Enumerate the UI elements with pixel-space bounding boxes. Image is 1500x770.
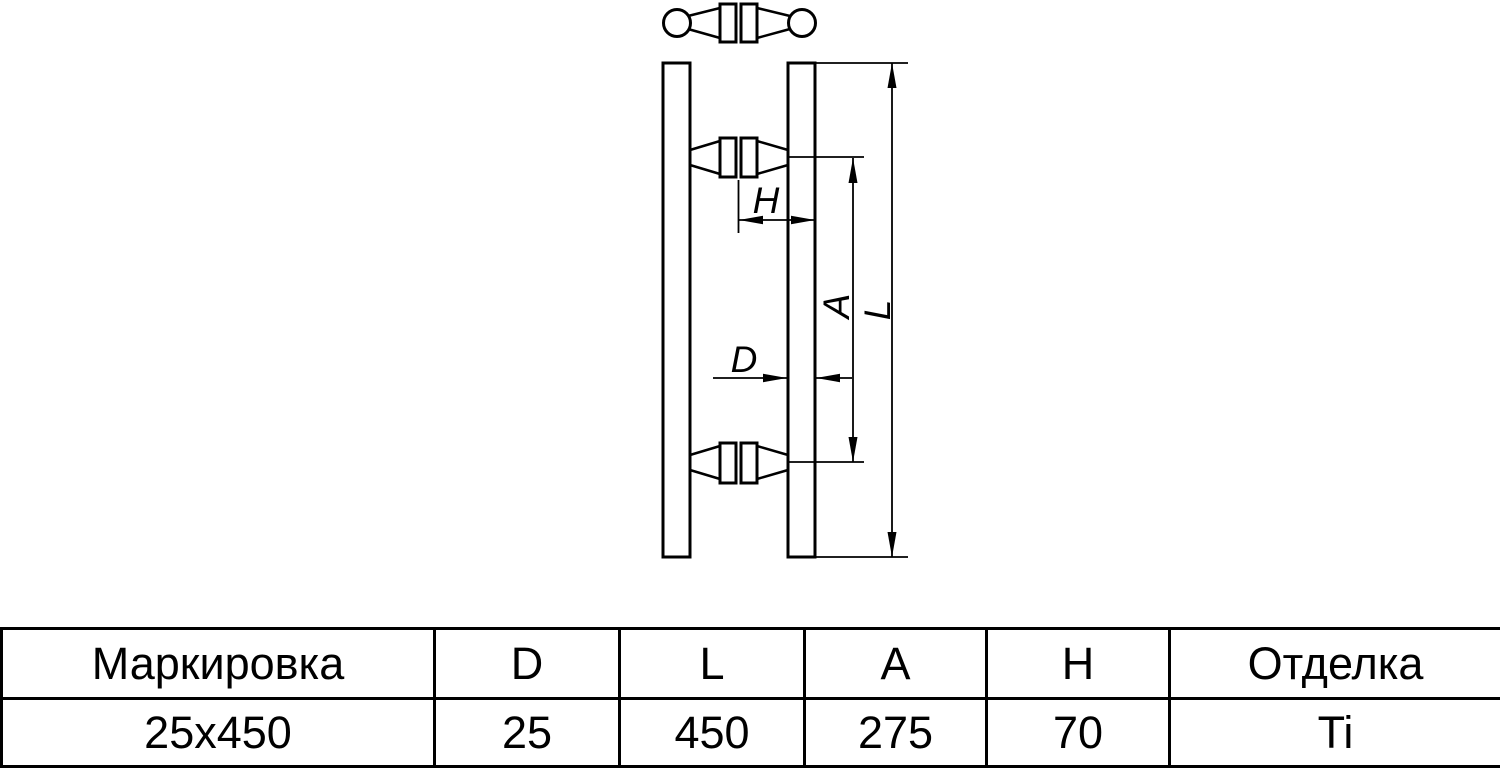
dimension-label-group: H D A L xyxy=(731,180,898,380)
top-view-taper-line xyxy=(756,6,791,18)
top-view-ball-left xyxy=(662,8,692,38)
connector-spacer xyxy=(718,136,738,179)
arrow-H-left xyxy=(739,215,763,225)
arrow-L-up xyxy=(887,63,897,88)
header-finish: Отделка xyxy=(1168,627,1500,700)
top-view-taper-line xyxy=(756,27,791,40)
header-a: A xyxy=(803,627,988,700)
arrow-D-left xyxy=(763,373,787,383)
dimension-arrows xyxy=(739,63,897,557)
value-d: 25 xyxy=(433,697,621,768)
dim-label-H: H xyxy=(753,180,780,221)
arrow-H-right xyxy=(791,215,815,225)
value-h: 70 xyxy=(985,697,1171,768)
dim-label-D: D xyxy=(731,339,758,380)
top-view-spacer-right xyxy=(739,2,759,44)
spec-table-value-row: 25x450 25 450 275 70 Ti xyxy=(0,697,1500,768)
value-l: 450 xyxy=(618,697,806,768)
technical-drawing: H D A L xyxy=(661,2,908,559)
handle-bar-left xyxy=(661,61,692,559)
spec-table-header-row: Маркировка D L A H Отделка xyxy=(0,627,1500,700)
dim-label-A: A xyxy=(816,294,857,321)
dimension-lines xyxy=(713,62,908,558)
top-view-ball-right xyxy=(787,8,817,38)
connector-taper-line xyxy=(756,139,789,152)
arrow-A-up xyxy=(848,158,858,183)
connector-bottom xyxy=(689,441,789,485)
top-view-taper-line xyxy=(687,27,721,40)
header-marking: Маркировка xyxy=(0,627,436,700)
handle-bar-right xyxy=(786,61,817,559)
connector-taper-line xyxy=(756,163,789,176)
value-a: 275 xyxy=(803,697,988,768)
header-d: D xyxy=(433,627,621,700)
connector-taper-line xyxy=(756,468,789,481)
value-finish: Ti xyxy=(1168,697,1500,768)
dim-label-L: L xyxy=(857,300,898,321)
handle-top-view xyxy=(662,2,817,44)
handle-front-view xyxy=(661,61,817,559)
spec-table: Маркировка D L A H Отделка 25x450 25 450… xyxy=(0,627,1500,768)
connector-taper-line xyxy=(689,468,721,481)
header-h: H xyxy=(985,627,1171,700)
arrow-D-right xyxy=(816,373,840,383)
connector-taper-line xyxy=(756,444,789,457)
connector-spacer xyxy=(739,136,759,179)
connector-taper-line xyxy=(689,444,721,457)
header-l: L xyxy=(618,627,806,700)
connector-top xyxy=(689,136,789,179)
connector-taper-line xyxy=(689,163,721,176)
arrow-A-down xyxy=(848,437,858,462)
value-marking: 25x450 xyxy=(0,697,436,768)
connector-spacer xyxy=(718,441,738,485)
top-view-spacer-left xyxy=(718,2,738,44)
connector-spacer xyxy=(739,441,759,485)
top-view-taper-line xyxy=(687,6,721,18)
connector-taper-line xyxy=(689,139,721,152)
arrow-L-down xyxy=(887,532,897,557)
